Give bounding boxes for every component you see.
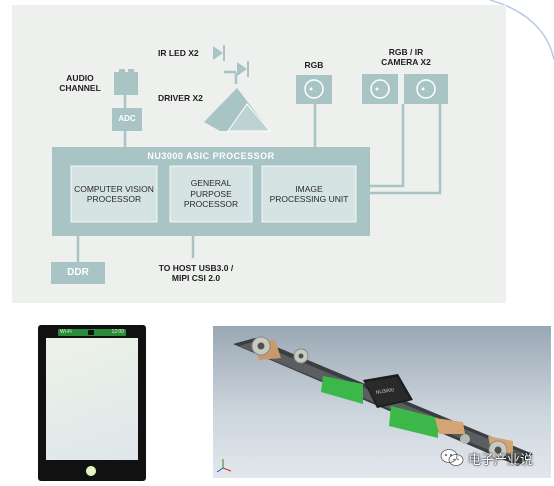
watermark: 电子产业说 — [440, 446, 533, 470]
general-purpose-label: GENERAL PURPOSE PROCESSOR — [183, 178, 239, 210]
axis-indicator-icon — [216, 459, 232, 473]
module-render-drawing: NU3000 — [216, 336, 533, 473]
processor-title: NU3000 ASIC PROCESSOR — [147, 151, 275, 161]
connector-lines — [76, 70, 442, 262]
tablet-status-left: Wi-Fi — [60, 329, 72, 335]
adc-label: ADC — [118, 114, 136, 124]
green-board-right — [389, 406, 438, 438]
driver-label: DRIVER X2 — [158, 93, 203, 103]
audio-channel-label: AUDIO CHANNEL — [59, 73, 101, 93]
module-render: NU3000 — [213, 326, 551, 478]
microphone-icon — [114, 69, 138, 95]
decorative-arc — [489, 0, 554, 60]
adc-block — [112, 108, 142, 131]
rgb-label: RGB — [304, 60, 324, 70]
green-board-left — [321, 376, 363, 404]
rgb-ir-label: RGB / IR CAMERA X2 — [381, 47, 431, 67]
computer-vision-block — [70, 165, 158, 223]
copper-flex-mid — [435, 418, 465, 434]
watermark-text: 电子产业说 — [468, 452, 534, 468]
ir-led-label: IR LED X2 — [158, 48, 199, 58]
computer-vision-label: COMPUTER VISION PROCESSOR — [74, 183, 154, 205]
tablet-status-bar: Wi-Fi 12:00 — [58, 329, 126, 336]
driver-icon — [204, 88, 272, 132]
image-processing-label: IMAGE PROCESSING UNIT — [269, 183, 349, 205]
ir-led-icon — [213, 45, 249, 77]
ddr-block — [51, 262, 105, 284]
chip-label: NU3000 — [375, 387, 394, 396]
ddr-label: DDR — [67, 266, 89, 278]
host-interface-label: TO HOST USB3.0 / MIPI CSI 2.0 — [158, 263, 234, 283]
general-purpose-block — [169, 165, 253, 223]
rgb-ir-camera-icon — [362, 74, 448, 104]
rgb-camera-icon — [296, 75, 332, 104]
tablet-status-right: 12:00 — [111, 329, 124, 335]
tablet-screen — [46, 338, 138, 460]
led-module-icon — [460, 434, 470, 444]
tablet-home-button — [86, 466, 96, 476]
block-diagram — [51, 45, 448, 284]
tablet-device: Wi-Fi 12:00 — [38, 325, 146, 481]
tablet-camera-icon — [88, 330, 94, 335]
wechat-icon — [440, 449, 464, 466]
image-processing-block — [261, 165, 357, 223]
